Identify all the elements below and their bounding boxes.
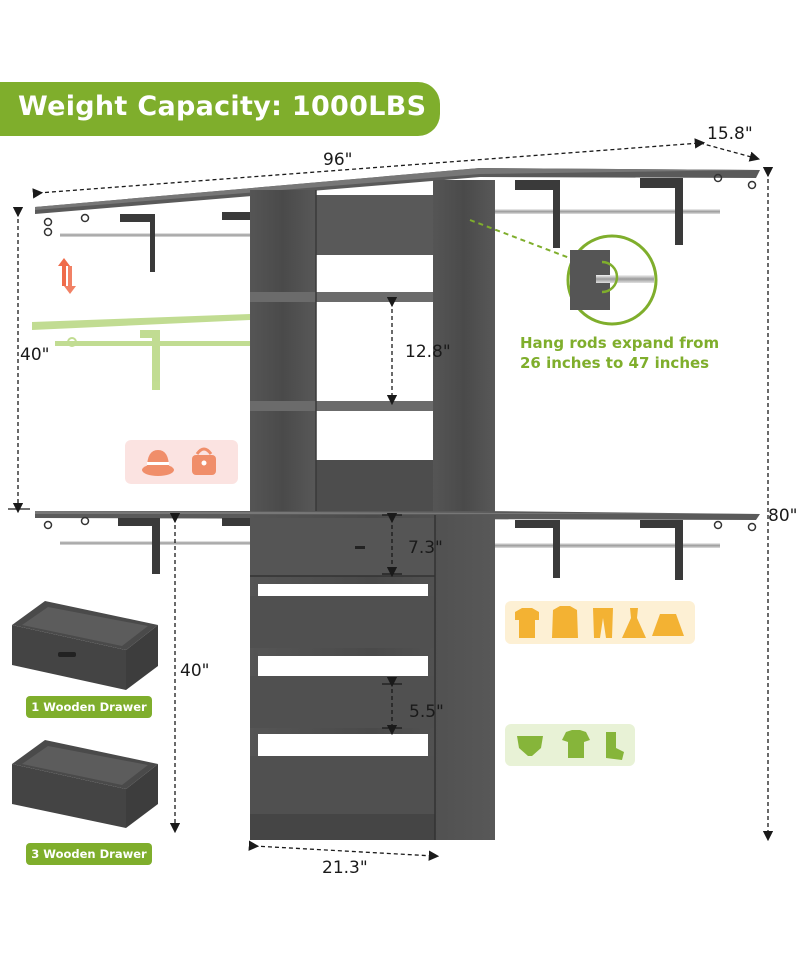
height-upper-label: 40" [20, 345, 50, 365]
depth-label: 15.8" [707, 124, 753, 144]
dress-icon [622, 608, 646, 638]
three-drawer-label: 3 Wooden Drawer [26, 843, 152, 865]
baby-onesie-icon [562, 730, 590, 758]
drawer-gap-label: 5.5" [409, 702, 444, 722]
clothing-badge [505, 601, 695, 644]
drawer-illustration-one [12, 601, 158, 690]
sock-icon [606, 732, 624, 760]
hang-rod-note: Hang rods expand from 26 inches to 47 in… [520, 333, 719, 373]
jacket-icon [515, 608, 539, 638]
hang-rod-note-line2: 26 inches to 47 inches [520, 354, 710, 372]
center-tower-lower [250, 515, 495, 840]
skirt-icon [652, 614, 684, 636]
center-tower-upper [250, 180, 495, 512]
height-lower-label: 40" [180, 661, 210, 681]
weight-capacity-text: Weight Capacity: 1000LBS [18, 91, 427, 122]
adjustable-shelf-ghost [32, 314, 250, 390]
coat-icon [552, 606, 578, 638]
dimension-lines [8, 138, 774, 861]
upper-left-hang-rod [43, 212, 250, 272]
hang-rod-note-line1: Hang rods expand from [520, 334, 720, 352]
shelf-gap-label: 12.8" [405, 342, 451, 362]
lower-left-hang-rod [43, 516, 250, 574]
width-total-label: 96" [323, 150, 353, 170]
underwear-icon [517, 736, 543, 756]
hat-icon [142, 450, 174, 476]
weight-capacity-banner: Weight Capacity: 1000LBS [0, 82, 440, 136]
rod-zoom-detail [469, 219, 658, 326]
up-down-arrows-icon [58, 258, 76, 294]
accessory-badge [125, 440, 238, 484]
lower-right-hang-rod [465, 520, 757, 580]
height-total-label: 80" [768, 506, 798, 526]
drawer-top-label: 7.3" [408, 538, 443, 558]
tower-width-label: 21.3" [322, 858, 368, 878]
drawer-illustration-three [12, 740, 158, 828]
kids-badge [505, 724, 635, 766]
handbag-icon [192, 447, 216, 475]
one-drawer-label: 1 Wooden Drawer [26, 696, 152, 718]
pants-icon [593, 608, 613, 638]
